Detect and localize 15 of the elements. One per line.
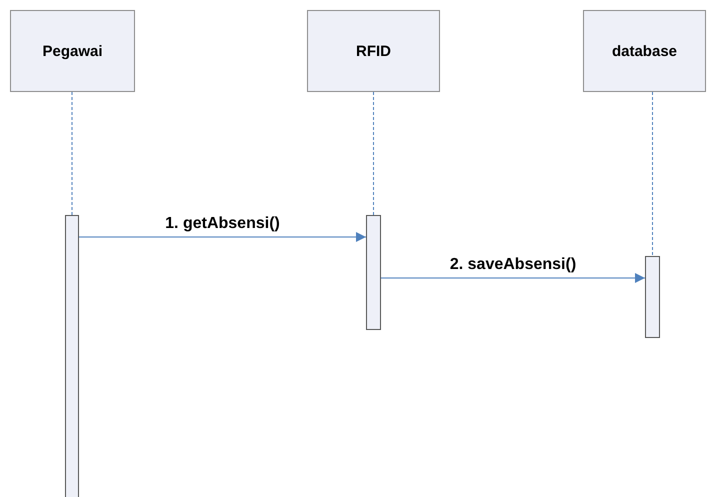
lifeline-box [10, 10, 135, 92]
participant-name: RFID [356, 42, 391, 60]
lifeline-box [583, 10, 706, 92]
message-arrow [380, 273, 646, 283]
activation-bar [645, 256, 660, 338]
participant-name: Pegawai [42, 42, 103, 60]
message-arrow [78, 232, 366, 242]
lifeline-box [307, 10, 440, 92]
message-label: 1. getAbsensi() [163, 215, 282, 233]
participant-name: database [612, 42, 678, 60]
message-label: 2. saveAbsensi() [448, 256, 578, 274]
lifeline [373, 92, 374, 216]
activation-bar [65, 215, 79, 497]
activation-bar [366, 215, 381, 330]
lifeline [652, 92, 653, 256]
